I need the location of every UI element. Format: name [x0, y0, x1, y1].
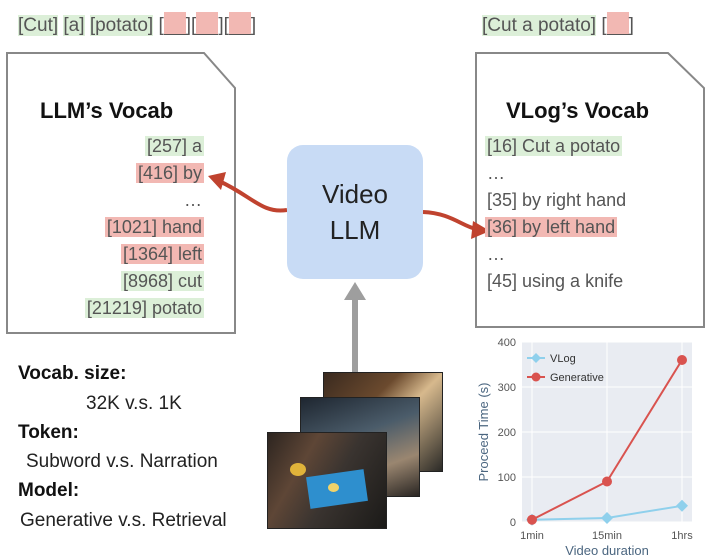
token-value: Subword v.s. Narration — [26, 451, 218, 472]
arrow-to-vlog-vocab — [422, 210, 477, 231]
vocab-item: [1021] hand — [104, 217, 204, 237]
vocab-size-value: 32K v.s. 1K — [86, 393, 182, 414]
llm-token: [Cut] — [18, 15, 59, 36]
x-axis-label: Video duration — [565, 543, 649, 558]
potato — [328, 483, 339, 492]
llm-token-sequence: [Cut] [a] [potato] [][][] — [18, 12, 256, 37]
y-tick-label: 300 — [498, 382, 516, 394]
video-llm-label-line2: LLM — [329, 215, 381, 245]
vocab-item: … — [487, 163, 505, 183]
model-label: Model: — [18, 480, 80, 501]
vocab-size-label: Vocab. size: — [18, 363, 127, 384]
llm-token: [a] — [63, 15, 85, 36]
y-tick-label: 200 — [498, 427, 516, 439]
vlog-vocab-list: [16] Cut a potato … [35] by right hand [… — [485, 133, 628, 295]
vocab-item: [257] a — [144, 136, 204, 156]
x-tick-label: 15min — [592, 530, 622, 542]
vocab-item: [36] by left hand — [485, 217, 618, 237]
y-axis-label: Proceed Time (s) — [476, 383, 491, 482]
arrow-head-left — [208, 172, 226, 190]
empty-token-slot: [][][] — [158, 12, 256, 36]
potato — [290, 463, 306, 476]
data-point-vlog — [601, 511, 613, 524]
data-point-generative — [527, 514, 537, 525]
legend-marker — [531, 372, 541, 382]
vocab-item: … — [184, 190, 202, 210]
video-llm-box: Video LLM — [287, 145, 423, 279]
vocab-item: [16] Cut a potato — [485, 136, 623, 156]
y-tick-label: 0 — [510, 517, 516, 529]
y-tick-label: 100 — [498, 472, 516, 484]
legend-label: VLog — [550, 353, 576, 365]
vocab-item: … — [487, 244, 505, 264]
token-label: Token: — [18, 422, 79, 443]
empty-token-slot: [] — [601, 12, 634, 36]
vocab-item: [416] by — [135, 163, 204, 183]
arrow-head-right — [471, 221, 490, 239]
arrow-to-llm-vocab — [218, 179, 288, 213]
vocab-item: [8968] cut — [120, 271, 204, 291]
vlog-vocab-document-outline — [475, 52, 705, 328]
data-point-vlog — [676, 499, 688, 512]
vocab-item: [45] using a knife — [487, 271, 624, 291]
vlog-token-sequence: [Cut a potato] [] — [482, 12, 634, 37]
model-value: Generative v.s. Retrieval — [20, 510, 227, 531]
y-tick-label: 400 — [498, 337, 516, 349]
vocab-item: [35] by right hand — [487, 190, 627, 210]
vocab-item: [1364] left — [120, 244, 204, 264]
legend-marker — [531, 353, 541, 363]
llm-token: [potato] — [89, 15, 154, 36]
video-llm-label-line1: Video — [321, 179, 389, 209]
data-point-generative — [602, 476, 612, 487]
video-frame — [267, 432, 387, 529]
x-tick-label: 1hrs — [671, 530, 693, 542]
legend-label: Generative — [550, 372, 604, 384]
vocab-item: [21219] potato — [84, 298, 204, 318]
data-point-generative — [677, 355, 687, 365]
x-tick-label: 1min — [520, 530, 544, 542]
vlog-vocab-title: VLog’s Vocab — [506, 98, 650, 123]
video-to-llm-arrow-head — [344, 282, 366, 300]
llm-vocab-list: [257] a [416] by … [1021] hand [1364] le… — [14, 133, 204, 322]
vlog-token: [Cut a potato] — [482, 15, 597, 36]
llm-vocab-title: LLM’s Vocab — [40, 98, 174, 123]
